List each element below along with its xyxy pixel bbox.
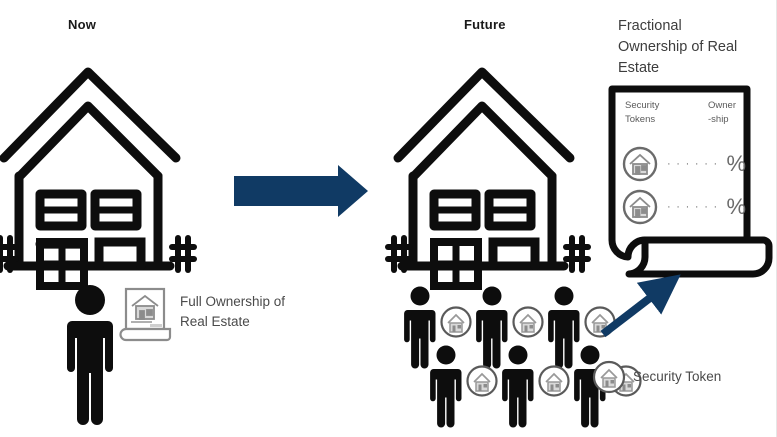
- section-title-now: Now: [68, 17, 97, 32]
- owner-person: [62, 283, 118, 425]
- property-deed-icon: [119, 287, 178, 342]
- person-icon: [67, 285, 113, 425]
- diagonal-up-arrow-icon: [597, 274, 681, 340]
- house-token-icon: [621, 145, 659, 183]
- table-header-tokens-line1: Security: [625, 100, 660, 111]
- security-token-icon: [592, 360, 626, 394]
- table-header-ownership-line2: -ship: [708, 114, 729, 126]
- table-row: · · · · · · %: [621, 188, 746, 226]
- fence-left: [0, 235, 19, 273]
- table-header-ownership-line1: Owner: [708, 100, 736, 111]
- now-caption: Full Ownership of Real Estate: [180, 294, 286, 329]
- table-row: · · · · · · %: [621, 145, 746, 183]
- house-now: [0, 58, 198, 290]
- table-header-security-tokens: Security Tokens: [625, 99, 659, 128]
- row-ownership-percent: %: [726, 151, 746, 176]
- fence-right: [169, 235, 197, 273]
- row-ownership-percent: %: [726, 194, 746, 219]
- right-arrow-icon: [234, 165, 369, 217]
- house-token-icon: [621, 188, 659, 226]
- house-icon: [0, 67, 197, 290]
- security-token-label: Security Token: [633, 369, 722, 385]
- section-title-future: Future: [464, 17, 506, 32]
- row-leader-dots: · · · · · ·: [666, 201, 719, 213]
- fence-right: [563, 235, 591, 273]
- table-header-ownership: Owner -ship: [708, 99, 736, 128]
- house-icon: [385, 67, 591, 290]
- panel-heading: Fractional Ownership of Real Estate: [618, 18, 738, 77]
- table-header-tokens-line2: Tokens: [625, 114, 656, 126]
- row-leader-dots: · · · · · ·: [666, 158, 719, 170]
- security-token-icon: [440, 306, 616, 338]
- security-token-legend: Security Token: [592, 360, 721, 394]
- fence-left: [385, 235, 413, 273]
- house-future: [385, 58, 592, 290]
